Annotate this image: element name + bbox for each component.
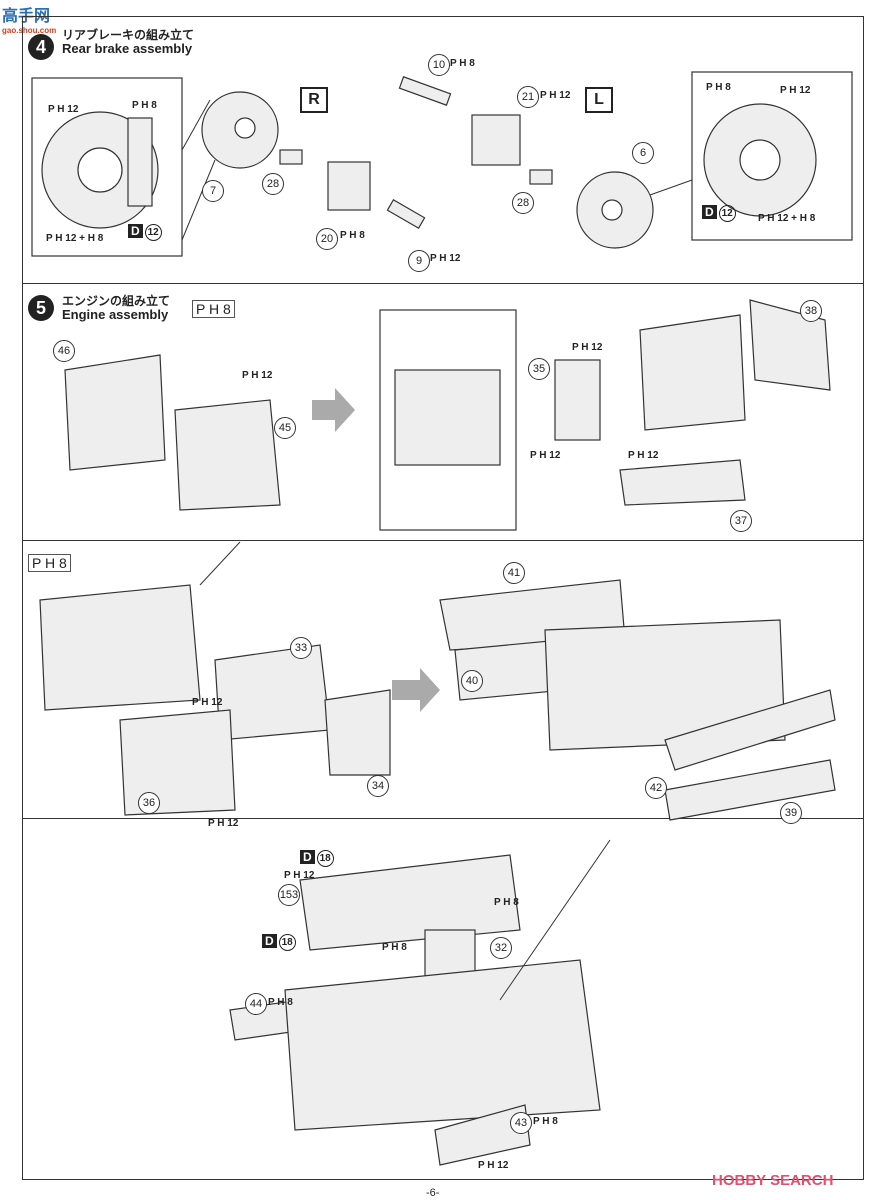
source-mark: HOBBY SEARCH xyxy=(712,1172,834,1189)
step-title-en: Rear brake assembly xyxy=(62,41,193,56)
part-number: 33 xyxy=(290,637,312,659)
part-number: 28 xyxy=(262,173,284,195)
part-number: 21 xyxy=(517,86,539,108)
paint-callout: P H 12 xyxy=(780,85,811,96)
paint-callout: P H 8 xyxy=(533,1116,558,1127)
part-number: 7 xyxy=(202,180,224,202)
part-number: 36 xyxy=(138,792,160,814)
part-number: 41 xyxy=(503,562,525,584)
part-number: 42 xyxy=(645,777,667,799)
paint-callout: P H 12 xyxy=(208,818,239,829)
part-number: 38 xyxy=(800,300,822,322)
part-number: 43 xyxy=(510,1112,532,1134)
part-number: 39 xyxy=(780,802,802,824)
paint-callout: P H 8 xyxy=(382,942,407,953)
part-number: 37 xyxy=(730,510,752,532)
part-number: 32 xyxy=(490,937,512,959)
part-number: 28 xyxy=(512,192,534,214)
paint-badge: P H 8 xyxy=(28,554,71,572)
part-number: 44 xyxy=(245,993,267,1015)
paint-callout: P H 12 xyxy=(530,450,561,461)
paint-callout: P H 12 xyxy=(540,90,571,101)
part-number: 9 xyxy=(408,250,430,272)
paint-callout: P H 12 + H 8 xyxy=(46,233,104,244)
part-number: 40 xyxy=(461,670,483,692)
paint-callout: P H 8 xyxy=(706,82,731,93)
paint-callout: P H 12 xyxy=(284,870,315,881)
step-title-jp: エンジンの組み立て xyxy=(62,294,171,308)
part-number: 10 xyxy=(428,54,450,76)
side-right-label: R xyxy=(300,87,328,113)
paint-callout: P H 12 xyxy=(242,370,273,381)
step-title-en: Engine assembly xyxy=(62,307,169,322)
paint-callout: P H 12 xyxy=(48,104,79,115)
part-number: 34 xyxy=(367,775,389,797)
part-number: 20 xyxy=(316,228,338,250)
paint-callout: P H 12 xyxy=(572,342,603,353)
part-number: 6 xyxy=(632,142,654,164)
paint-callout: P H 12 + H 8 xyxy=(758,213,816,224)
watermark-sub: gao.shou.com xyxy=(2,26,57,35)
page-number: -6- xyxy=(426,1187,440,1199)
part-number: 153 xyxy=(278,884,300,906)
paint-callout: P H 8 xyxy=(268,997,293,1008)
side-left-label: L xyxy=(585,87,613,113)
paint-callout: P H 8 xyxy=(450,58,475,69)
paint-callout: P H 8 xyxy=(340,230,365,241)
paint-callout: P H 8 xyxy=(494,897,519,908)
part-number: 45 xyxy=(274,417,296,439)
paint-badge: P H 8 xyxy=(192,300,235,318)
paint-callout: P H 12 xyxy=(628,450,659,461)
step-title-jp: リアブレーキの組み立て xyxy=(62,28,195,42)
step-number-badge: 5 xyxy=(28,295,54,321)
paint-callout: P H 12 xyxy=(192,697,223,708)
paint-callout: P H 8 xyxy=(132,100,157,111)
paint-callout: P H 12 xyxy=(478,1160,509,1171)
step-number-badge: 4 xyxy=(28,34,54,60)
part-number: 35 xyxy=(528,358,550,380)
part-number: 46 xyxy=(53,340,75,362)
paint-callout: P H 12 xyxy=(430,253,461,264)
panel-engine-b xyxy=(22,818,864,1180)
